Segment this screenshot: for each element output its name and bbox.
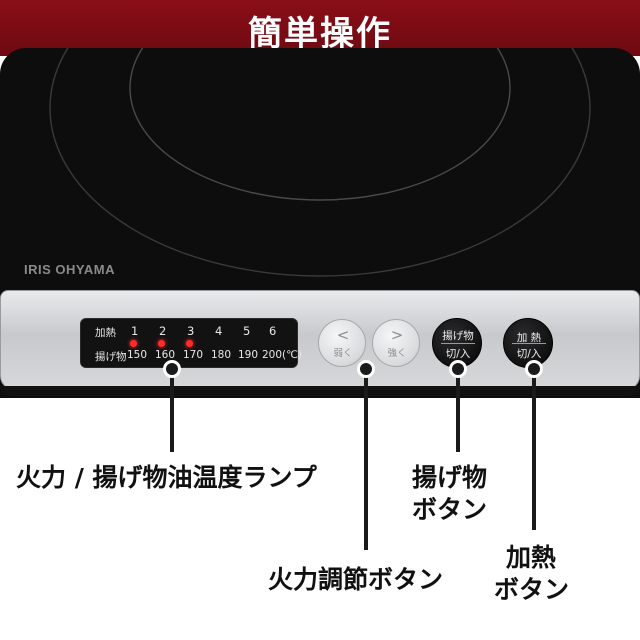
power-callout: 火力調節ボタン [268, 565, 444, 594]
temp-160: 160 [155, 349, 176, 361]
brand-logo: IRIS OHYAMA [24, 262, 115, 277]
weaker-label: 弱く [333, 348, 353, 359]
heating-ring [49, 48, 591, 277]
fry-button-label: 揚げ物 [442, 330, 474, 342]
power-level-1: 1 [131, 324, 139, 338]
heat-pointer-line [532, 372, 536, 530]
temperature-lamp-panel: 加熱 1 2 3 4 5 6 揚げ物 150 160 170 180 190 2… [80, 318, 302, 368]
fry-pointer-line [456, 372, 460, 452]
page-title: 簡単操作 [248, 14, 392, 54]
heat-button-divider [512, 343, 546, 344]
fry-row-label: 揚げ物 [95, 351, 127, 363]
power-pointer-line [364, 372, 368, 550]
lamp-pointer-line [170, 372, 174, 452]
fry-button[interactable]: 揚げ物 切/入 [432, 318, 482, 368]
power-level-2: 2 [159, 324, 167, 338]
fry-button-onoff: 切/入 [445, 348, 471, 360]
heat-button-onoff: 切/入 [516, 348, 542, 360]
lamp-indicator-3 [186, 340, 193, 347]
lamp-pointer-dot [163, 360, 181, 378]
chevron-right-icon: > [390, 326, 404, 344]
power-level-4: 4 [215, 324, 223, 338]
stronger-button[interactable]: > 強く [372, 319, 420, 367]
fry-callout-line1: 揚げ物 [412, 463, 488, 492]
heat-callout-line2: ボタン [494, 575, 570, 604]
chevron-left-icon: < [336, 326, 350, 344]
power-pointer-dot [357, 360, 375, 378]
temp-180: 180 [211, 349, 232, 361]
heat-callout-line1: 加熱 [506, 543, 557, 572]
lamp-indicator-2 [158, 340, 165, 347]
lamp-indicator-1 [130, 340, 137, 347]
fry-pointer-dot [449, 360, 467, 378]
temp-190: 190 [238, 349, 259, 361]
weaker-button[interactable]: < 弱く [318, 319, 366, 367]
heat-button-label: 加 熱 [516, 332, 542, 344]
temp-150: 150 [127, 349, 148, 361]
temp-200: 200(℃) [262, 349, 303, 361]
fry-callout-line2: ボタン [412, 495, 488, 524]
lamp-callout: 火力 / 揚げ物油温度ランプ [16, 463, 317, 492]
header-band [0, 0, 640, 56]
power-level-3: 3 [187, 324, 195, 338]
power-level-5: 5 [243, 324, 251, 338]
strip-bottom-edge [0, 386, 640, 396]
power-level-6: 6 [269, 324, 277, 338]
stronger-label: 強く [387, 348, 407, 359]
heat-button[interactable]: 加 熱 切/入 [503, 318, 553, 368]
heat-row-label: 加熱 [95, 327, 116, 339]
fry-button-divider [441, 343, 475, 344]
temp-170: 170 [183, 349, 204, 361]
heat-pointer-dot [525, 360, 543, 378]
